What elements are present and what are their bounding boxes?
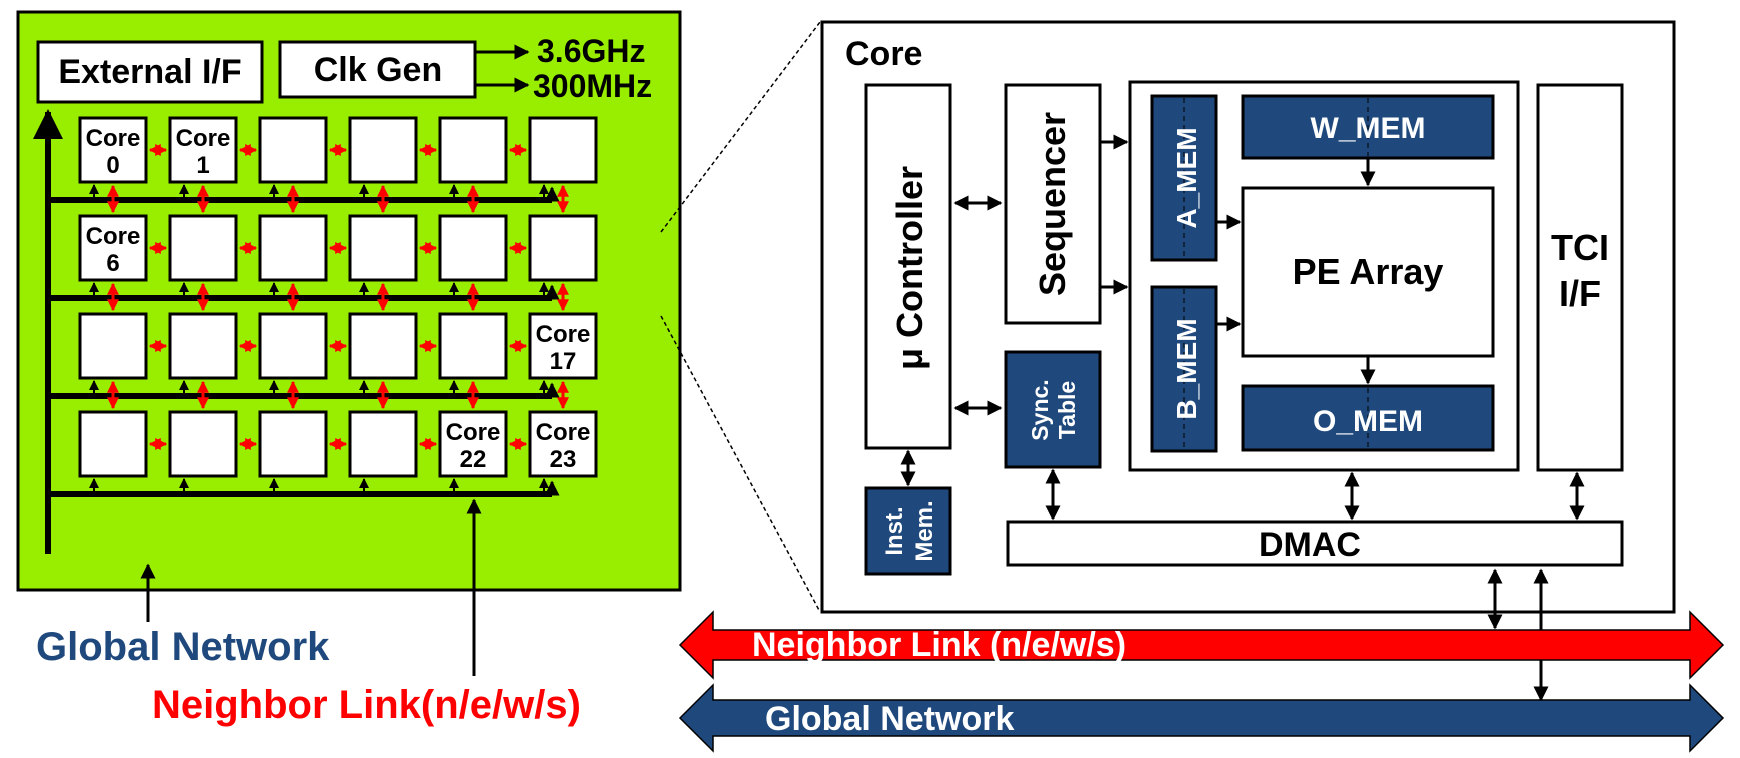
core-tile-label: Core [176, 125, 231, 152]
core-tile [438, 410, 508, 478]
sync-table-label-2: Table [1054, 381, 1080, 439]
clk-slow-label: 300MHz [533, 68, 652, 104]
pe-array-block [1241, 186, 1495, 358]
core-tile [348, 214, 418, 282]
core-tile [258, 214, 328, 282]
sequencer-label: Sequencer [1032, 112, 1073, 296]
core-tile [348, 410, 418, 478]
core-tile [258, 410, 328, 478]
tci-if-label-1: TCI [1551, 227, 1609, 268]
core-tile [258, 116, 328, 184]
core-tile [528, 116, 598, 184]
global-network-caption: Global Network [36, 625, 330, 669]
neighbor-link-bus [678, 610, 1725, 680]
core-tile-label: Core [86, 223, 141, 250]
sync-table-label-1: Sync. [1027, 379, 1053, 440]
core-tile [78, 116, 148, 184]
core-detail-title: Core [845, 35, 922, 73]
clk-gen-label: Clk Gen [314, 51, 442, 89]
core-tile [168, 214, 238, 282]
core-tile [168, 312, 238, 380]
inst-mem-label-1: Inst. [881, 506, 908, 555]
pe-array-label: PE Array [1293, 251, 1444, 292]
core-tile-index: 6 [106, 250, 119, 277]
core-tile [438, 214, 508, 282]
core-tile [528, 410, 598, 478]
micro-controller-block [864, 83, 952, 450]
w-mem-label: W_MEM [1311, 112, 1426, 145]
core-tile [528, 214, 598, 282]
sync-table-block [1004, 350, 1102, 469]
neighbor-link-caption: Neighbor Link(n/e/w/s) [152, 683, 581, 727]
inst-mem-block [864, 486, 952, 576]
core-tile-index: 22 [460, 446, 487, 473]
inst-mem-label-2: Mem. [911, 500, 938, 561]
global-network-bus [678, 683, 1725, 753]
core-tile [78, 410, 148, 478]
a-mem-label: A_MEM [1171, 127, 1202, 228]
neighbor-link-bus-label: Neighbor Link (n/e/w/s) [752, 626, 1126, 664]
b-mem-block [1150, 285, 1218, 453]
tci-if-label-2: I/F [1559, 273, 1601, 314]
clk-fast-label: 3.6GHz [537, 33, 645, 69]
core-tile-label: Core [446, 419, 501, 446]
core-tile [258, 312, 328, 380]
core-tile-index: 17 [550, 348, 577, 375]
zoom-line-top [660, 21, 821, 233]
external-if-block [36, 40, 264, 104]
dmac-label: DMAC [1259, 526, 1361, 564]
core-tile [438, 312, 508, 380]
core-tile-label: Core [86, 125, 141, 152]
a-mem-block [1150, 94, 1218, 262]
external-if-label: External I/F [58, 53, 241, 91]
core-tile [168, 116, 238, 184]
global-network-bus-label: Global Network [765, 700, 1014, 738]
dmac-block [1006, 520, 1624, 567]
core-tile-label: Core [536, 419, 591, 446]
core-tile-index: 1 [196, 152, 209, 179]
core-tile-index: 0 [106, 152, 119, 179]
b-mem-label: B_MEM [1171, 318, 1202, 419]
core-tile [348, 116, 418, 184]
core-tile [348, 312, 418, 380]
micro-controller-label: μ Controller [889, 166, 930, 370]
o-mem-label: O_MEM [1313, 405, 1423, 438]
sequencer-block [1004, 83, 1102, 325]
core-tile [168, 410, 238, 478]
core-tile-index: 23 [550, 446, 577, 473]
core-tile [78, 312, 148, 380]
core-tile [528, 312, 598, 380]
core-tile [78, 214, 148, 282]
core-tile [438, 116, 508, 184]
tci-if-block [1536, 83, 1624, 472]
clk-gen-block [278, 40, 477, 99]
zoom-line-bottom [660, 315, 821, 613]
core-tile-label: Core [536, 321, 591, 348]
